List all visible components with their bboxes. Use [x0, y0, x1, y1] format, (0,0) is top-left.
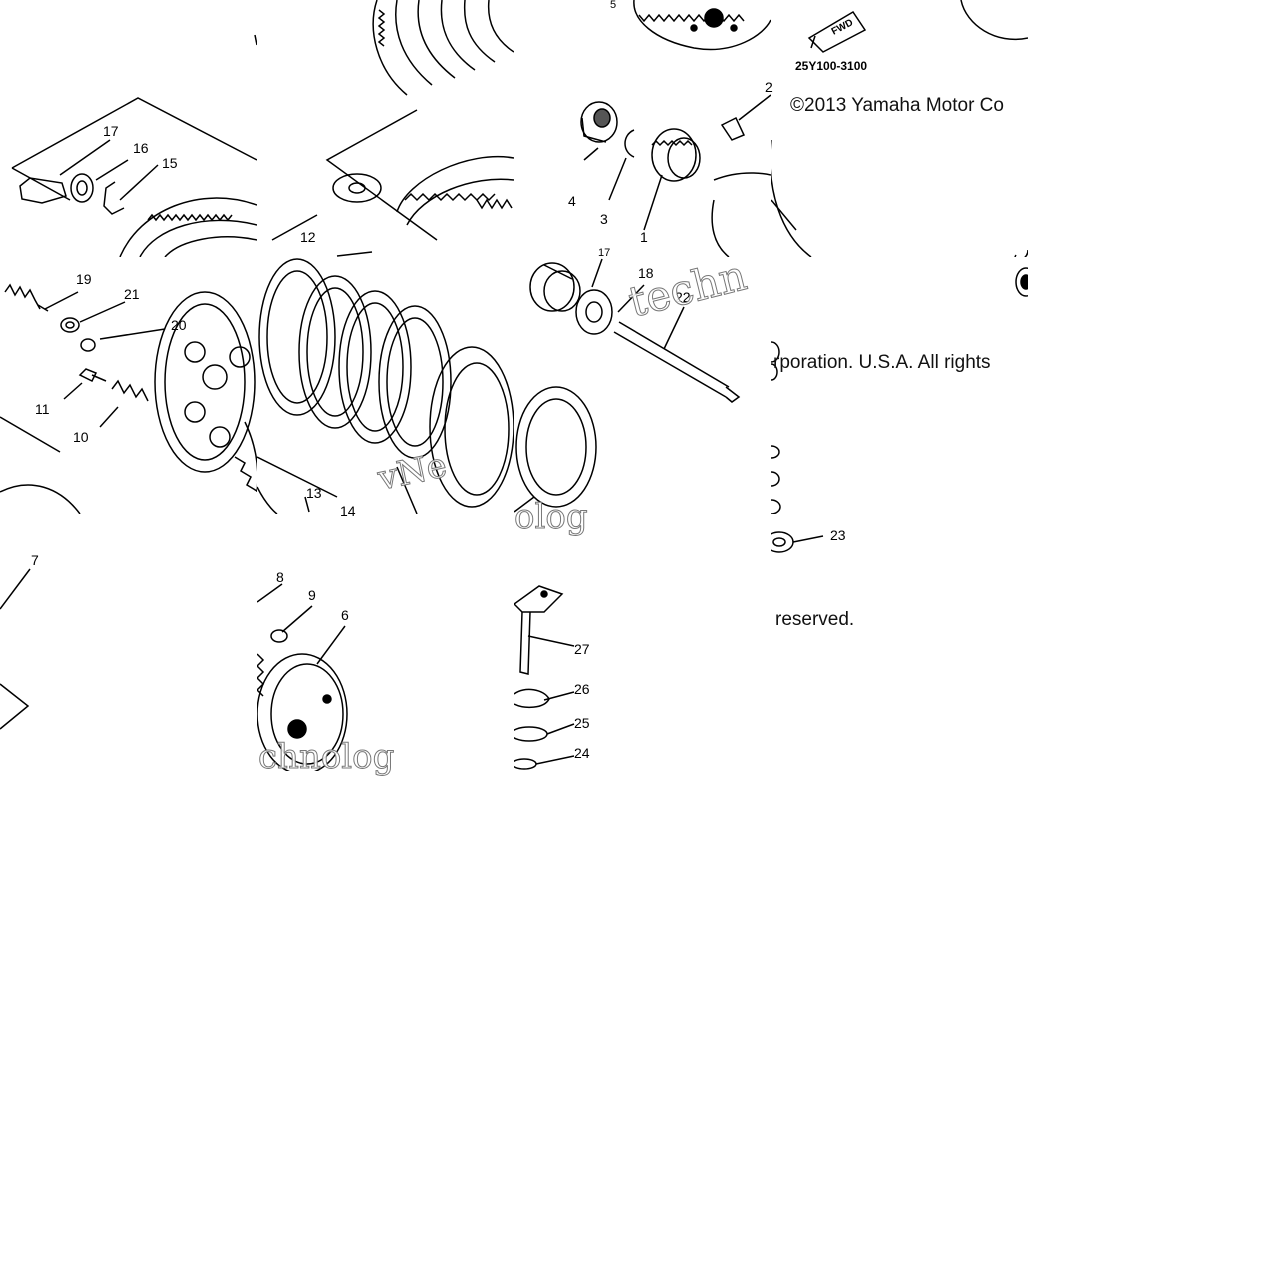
diagram-tile-r0c0	[0, 0, 257, 257]
callout-8: 8	[276, 569, 284, 585]
diagram-tile-r1c3	[771, 257, 1028, 514]
callout-10: 10	[73, 429, 89, 445]
callout-18: 18	[638, 265, 654, 281]
copyright-text-2: rporation. U.S.A. All rights	[773, 352, 991, 373]
callout-4: 4	[568, 193, 576, 209]
callout-17b: 17	[598, 247, 611, 259]
callout-6: 6	[341, 607, 349, 623]
callout-9: 9	[308, 587, 316, 603]
callout-20: 20	[171, 317, 187, 333]
callout-12: 12	[300, 229, 316, 245]
callout-22: 22	[675, 289, 691, 305]
callout-27: 27	[574, 641, 590, 657]
callout-23: 23	[830, 527, 846, 543]
diagram-tile-r0c3: FWD	[771, 0, 1028, 257]
callout-3: 3	[600, 211, 608, 227]
watermark-3: olog	[514, 497, 589, 537]
part-code: 25Y100-3100	[795, 59, 868, 73]
diagram-tile-r1c1	[257, 257, 514, 514]
copyright-text-3: reserved.	[775, 609, 855, 630]
callout-11: 11	[35, 401, 50, 417]
callout-14: 14	[340, 503, 356, 519]
diagram-tile-r2c2	[514, 514, 771, 771]
callout-15: 15	[162, 155, 178, 171]
callout-5: 5	[610, 0, 617, 11]
callout-21: 21	[124, 286, 140, 302]
diagram-tile-r1c0	[0, 257, 257, 514]
diagram-tile-r0c1	[257, 0, 514, 257]
callout-13: 13	[306, 485, 322, 501]
callout-24: 24	[574, 745, 590, 761]
callout-2: 2	[765, 79, 773, 95]
callout-16: 16	[133, 140, 149, 156]
callout-7: 7	[31, 552, 39, 568]
callout-1: 1	[640, 229, 648, 245]
callout-19: 19	[76, 271, 92, 287]
diagram-tile-r2c0	[0, 514, 257, 771]
callout-25: 25	[574, 715, 590, 731]
callout-17: 17	[103, 123, 119, 139]
copyright-text-1: ©2013 Yamaha Motor Co	[790, 95, 1004, 116]
diagram-tile-r1c2	[514, 257, 771, 514]
watermark-4: chnolog	[257, 737, 395, 777]
diagram-tile-r2c3	[771, 514, 1028, 771]
diagram-tile-r2c1	[257, 514, 514, 771]
diagram-tile-r0c2	[514, 0, 771, 257]
callout-26: 26	[574, 681, 590, 697]
